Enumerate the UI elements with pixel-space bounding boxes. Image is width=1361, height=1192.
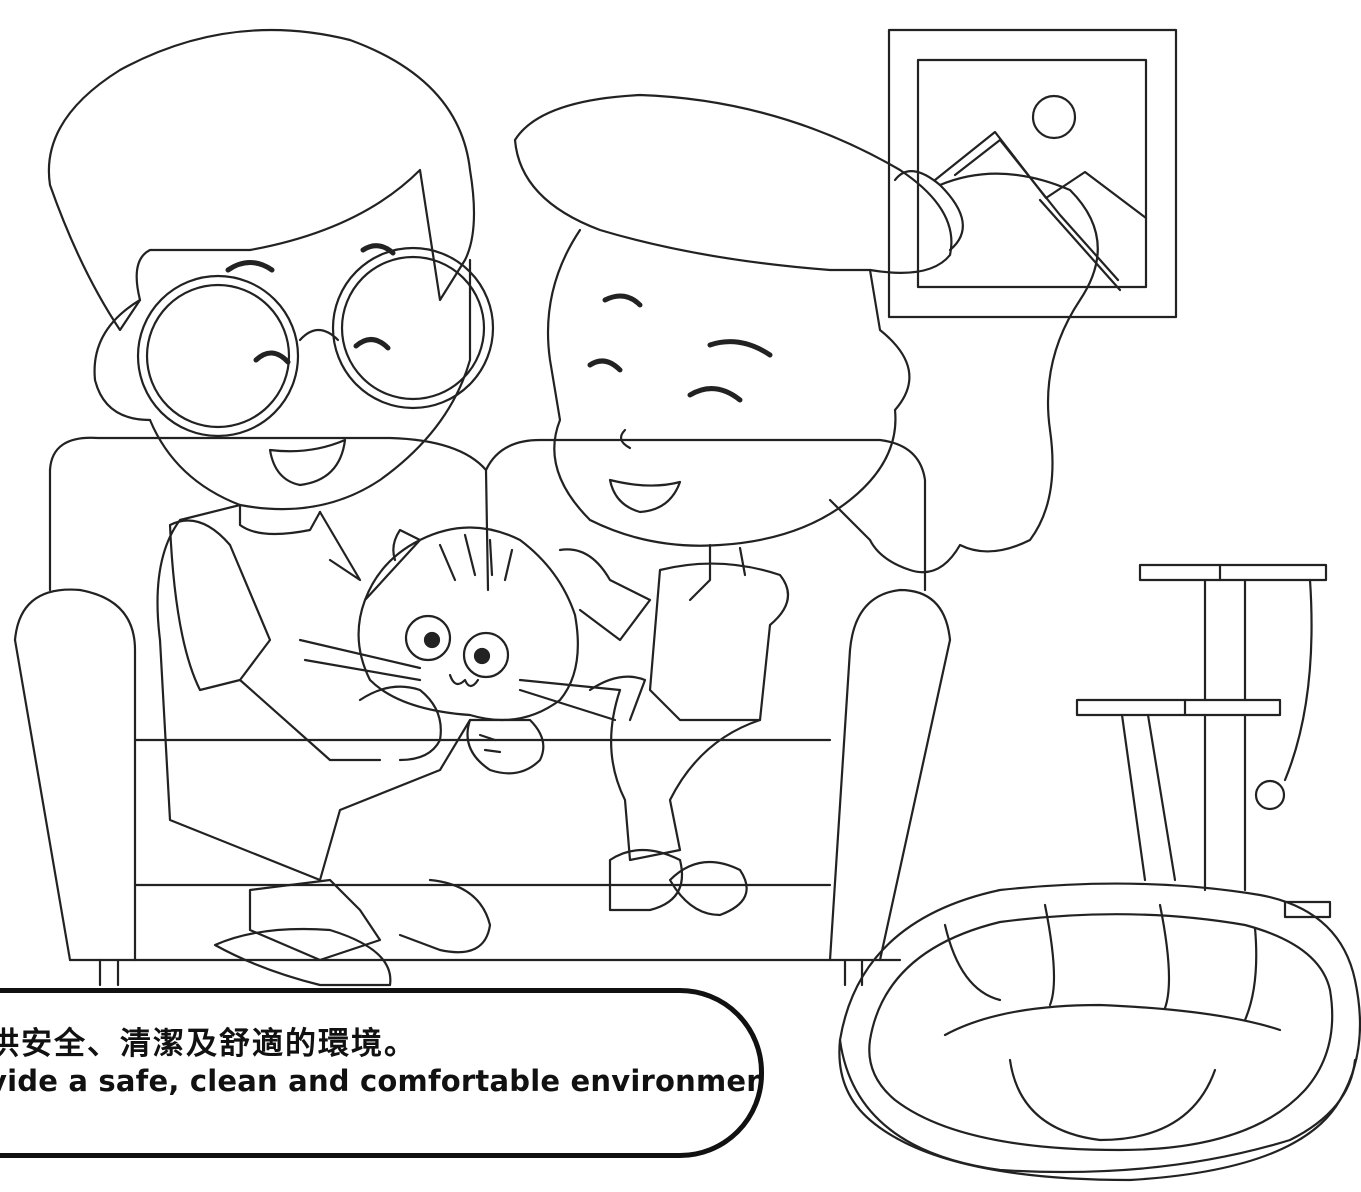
caption-text-area: 供安全、清潔及舒適的環境。 vide a safe, clean and com… [0, 1018, 760, 1128]
caption-english-text: vide a safe, clean and comfortable envir… [0, 1064, 760, 1098]
cat-tree [1075, 563, 1332, 919]
caption-chinese-text: 供安全、清潔及舒適的環境。 [0, 1026, 417, 1062]
wall-picture-frame [887, 28, 1178, 319]
sofa [13, 436, 952, 987]
girl-with-beret [513, 93, 1099, 917]
boy-with-glasses [47, 28, 495, 987]
pet-bed [838, 882, 1361, 1182]
striped-cat [298, 526, 647, 775]
caption-box [0, 988, 764, 1158]
